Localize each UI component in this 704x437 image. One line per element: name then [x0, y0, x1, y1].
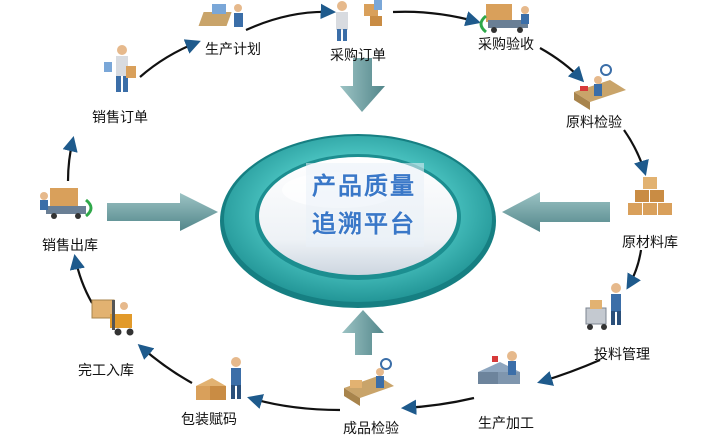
node-material-feeding: 投料管理 — [594, 347, 650, 363]
finalinspect-station-icon — [344, 358, 394, 406]
platform-title-line1: 产品质量 — [312, 172, 416, 200]
arrow-warehousing-to-shipping — [69, 253, 93, 304]
arrow-shipping-to-sales — [62, 136, 78, 182]
node-raw-material-inspection: 原料检验 — [566, 115, 622, 131]
arrow-rawstore-to-feed — [626, 249, 643, 290]
center-platform — [220, 134, 496, 308]
node-sales-order: 销售订单 — [92, 110, 148, 126]
node-production-processing: 生产加工 — [478, 416, 534, 432]
big-arrow-right — [502, 192, 610, 232]
forklift-icon — [91, 299, 134, 336]
cycle-arrows — [62, 3, 649, 416]
arrow-receive-to-rawinspect — [539, 47, 585, 83]
arrow-coding-to-warehousing — [137, 343, 193, 384]
node-raw-material-warehouse: 原材料库 — [622, 235, 678, 251]
node-purchase-receiving: 采购验收 — [478, 37, 534, 53]
arrow-process-to-finalinspect — [400, 396, 475, 416]
node-finished-inspection: 成品检验 — [343, 421, 399, 437]
sales-person-icon — [104, 45, 136, 92]
feed-cart-icon — [585, 283, 621, 330]
node-packaging-coding: 包装赋码 — [181, 412, 237, 428]
arrow-rawinspect-to-rawstore — [623, 129, 649, 176]
node-production-plan: 生产计划 — [205, 42, 261, 58]
purchase-person-icon — [336, 0, 382, 41]
arrow-sales-to-plan — [139, 39, 201, 78]
shipping-truck-icon — [40, 188, 93, 219]
big-arrow-bottom — [342, 310, 384, 355]
arrow-plan-to-po — [245, 3, 337, 32]
coding-package-icon — [196, 357, 241, 400]
platform-title-line2: 追溯平台 — [312, 210, 416, 238]
rawinspect-station-icon — [574, 64, 626, 110]
arrow-feed-to-process — [537, 358, 601, 386]
big-arrow-left — [107, 193, 218, 231]
node-sales-shipping: 销售出库 — [42, 238, 98, 254]
node-completion-warehousing: 完工入库 — [78, 363, 134, 379]
receive-truck-icon — [479, 4, 529, 34]
planner-desk-icon — [198, 4, 243, 27]
node-purchase-order: 采购订单 — [330, 48, 386, 64]
big-arrow-top — [340, 58, 385, 112]
raw-material-boxes-icon — [628, 177, 672, 215]
arrow-po-to-receive — [392, 10, 481, 27]
arrow-finalinspect-to-coding — [247, 394, 341, 412]
process-machine-icon — [478, 351, 520, 384]
